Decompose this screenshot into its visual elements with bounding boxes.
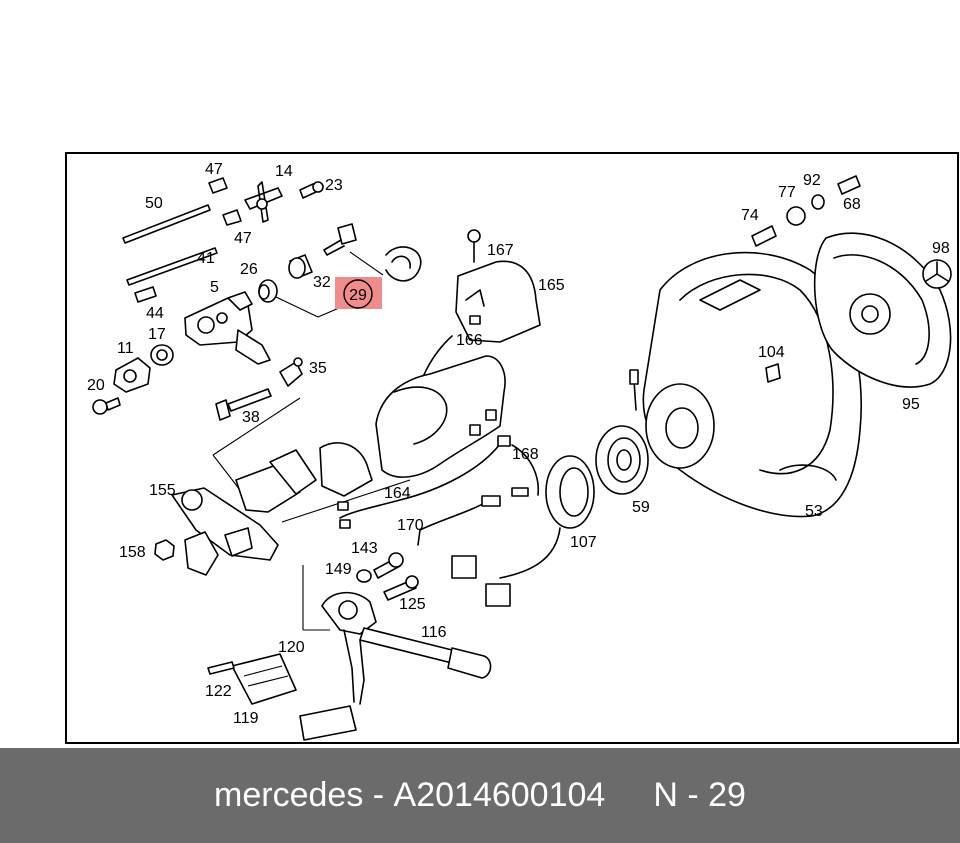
label-74: 74 <box>741 207 759 224</box>
screw-23 <box>299 181 324 199</box>
label-125: 125 <box>399 596 426 613</box>
bolt-74 <box>751 225 777 247</box>
label-170: 170 <box>397 517 424 534</box>
footer-separator: - <box>363 776 394 814</box>
label-32: 32 <box>313 274 331 291</box>
label-155: 155 <box>149 482 176 499</box>
upper-cover-165 <box>455 260 541 343</box>
label-68: 68 <box>843 196 861 213</box>
screw-167 <box>467 229 481 263</box>
label-23: 23 <box>325 177 343 194</box>
label-20: 20 <box>87 377 105 394</box>
shift-fork-14 <box>244 181 283 223</box>
label-47: 47 <box>205 161 223 178</box>
nut-158 <box>154 539 175 561</box>
washer-92 <box>811 194 825 210</box>
screw-122 <box>207 661 235 675</box>
sleeve-47b <box>222 209 242 226</box>
label-11: 11 <box>117 340 134 357</box>
rod-50 <box>122 204 211 244</box>
part-info-footer: mercedes - A2014600104 N - 29 <box>0 748 960 843</box>
screw-20 <box>92 397 121 415</box>
label-143: 143 <box>351 540 378 557</box>
clock-spring-107 <box>451 455 595 607</box>
spring-clip-29 <box>385 246 422 282</box>
sleeve-44 <box>134 286 157 303</box>
bushing-32 <box>288 254 313 279</box>
label-104: 104 <box>758 344 785 361</box>
lower-cover-164 <box>375 355 506 478</box>
label-26: 26 <box>240 261 258 278</box>
spring-149 <box>356 569 372 583</box>
bolt-38 <box>215 388 272 421</box>
bolt-125 <box>383 575 419 601</box>
part-labels: 47 14 23 50 47 41 26 32 44 5 17 11 20 35… <box>87 161 950 727</box>
airbag-module-95 <box>813 232 952 388</box>
ring-17 <box>150 344 174 366</box>
label-44: 44 <box>146 305 164 322</box>
label-47: 47 <box>234 230 252 247</box>
part-number: A2014600104 <box>393 776 606 814</box>
label-98: 98 <box>932 240 950 257</box>
label-38: 38 <box>242 409 260 426</box>
connector-119 <box>231 653 357 741</box>
label-165: 165 <box>538 277 565 294</box>
screw-68 <box>837 175 861 195</box>
label-77: 77 <box>778 184 796 201</box>
label-167: 167 <box>487 242 514 259</box>
contact-plate-59 <box>595 369 649 495</box>
sleeve-47a <box>208 177 228 194</box>
label-92: 92 <box>803 172 821 189</box>
key-icon <box>323 223 357 256</box>
label-164: 164 <box>384 485 411 502</box>
steering-wheel-53 <box>642 251 863 518</box>
label-41: 41 <box>197 250 215 267</box>
highlight-box <box>335 277 382 309</box>
exploded-parts-diagram: 29 <box>87 161 952 741</box>
label-17: 17 <box>148 326 166 343</box>
label-119: 119 <box>233 710 259 727</box>
label-29: 29 <box>349 287 367 304</box>
switch-arm-120 <box>343 629 365 705</box>
label-149: 149 <box>325 561 352 578</box>
nut-77 <box>786 206 806 226</box>
position-prefix: N - <box>653 776 709 814</box>
combination-switch-116 <box>321 591 492 679</box>
label-122: 122 <box>205 683 232 700</box>
label-95: 95 <box>902 396 920 413</box>
brand-name: mercedes <box>214 776 364 814</box>
label-59: 59 <box>632 499 650 516</box>
rod-41 <box>126 247 218 286</box>
label-120: 120 <box>278 639 305 656</box>
label-158: 158 <box>119 544 146 561</box>
label-14: 14 <box>275 163 293 180</box>
label-53: 53 <box>805 503 823 520</box>
label-107: 107 <box>570 534 597 551</box>
bolt-143 <box>373 552 404 579</box>
label-35: 35 <box>309 360 327 377</box>
label-50: 50 <box>145 195 163 212</box>
cylinder-11 <box>113 357 151 393</box>
screw-104 <box>765 363 781 383</box>
mercedes-star-98 <box>922 259 952 289</box>
label-166: 166 <box>456 332 483 349</box>
wire-harness-168 <box>337 435 539 546</box>
ignition-lock-5 <box>184 291 271 365</box>
column-jacket <box>235 442 373 513</box>
bushing-26 <box>258 279 278 303</box>
shaft-clamp-155 <box>171 487 279 576</box>
position-number: 29 <box>708 776 746 814</box>
label-116: 116 <box>421 624 447 641</box>
highlighted-part-29[interactable]: 29 <box>335 277 382 309</box>
pin-35 <box>279 357 303 387</box>
label-5: 5 <box>210 279 219 296</box>
label-168: 168 <box>512 446 539 463</box>
